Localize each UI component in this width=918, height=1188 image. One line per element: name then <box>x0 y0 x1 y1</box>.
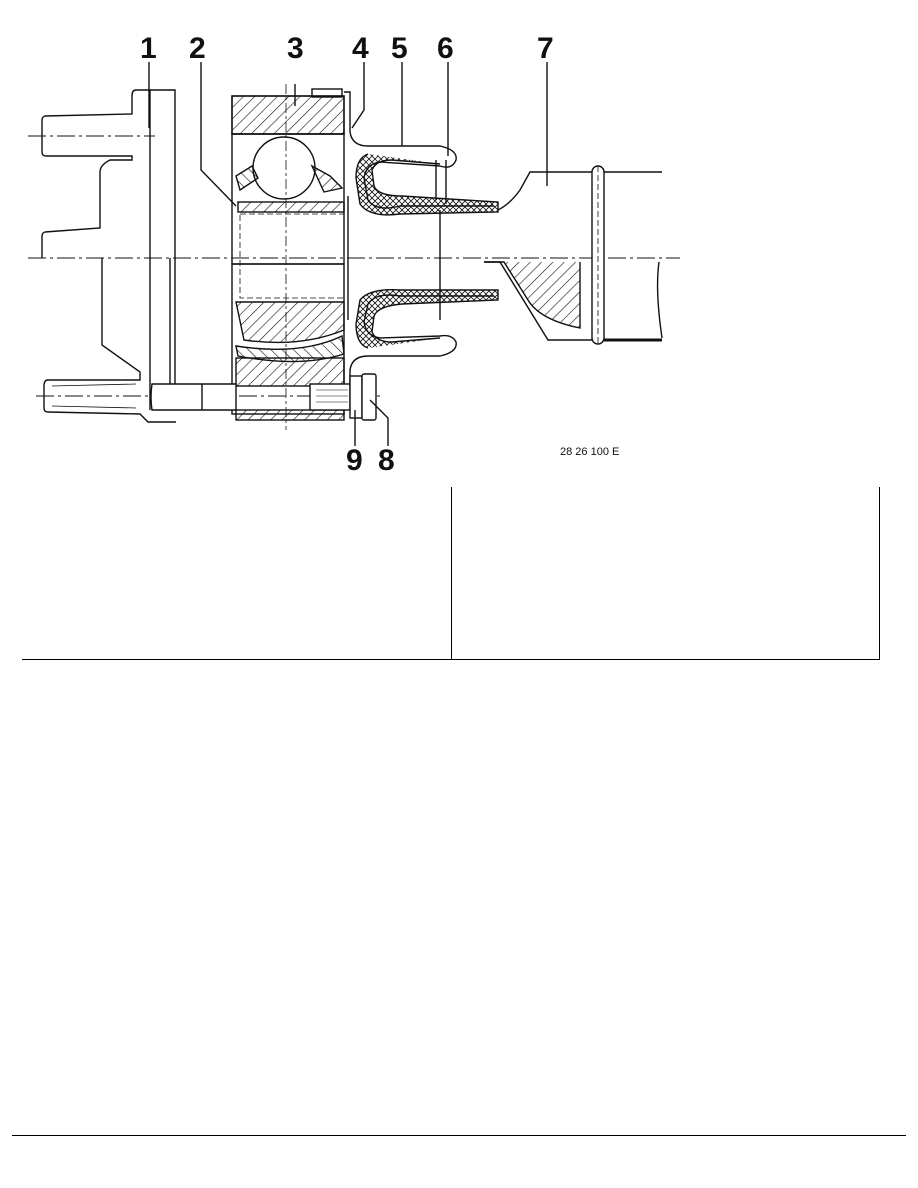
callout-5: 5 <box>391 32 408 65</box>
footer-rule <box>12 1135 906 1136</box>
drive-joint-cross-section <box>28 62 680 446</box>
table-border-right <box>879 487 880 659</box>
callout-6: 6 <box>437 32 454 65</box>
exploded-cross-section-diagram: 1 2 3 4 5 6 7 9 8 28 26 100 E <box>22 22 688 482</box>
callout-9: 9 <box>346 444 363 477</box>
callout-2: 2 <box>189 32 206 65</box>
figure-reference-code: 28 26 100 E <box>560 446 620 458</box>
callout-3: 3 <box>287 32 304 65</box>
table-divider-vertical <box>451 487 452 659</box>
table-border-bottom <box>22 659 880 660</box>
callout-1: 1 <box>140 32 157 65</box>
callout-7: 7 <box>537 32 554 65</box>
callout-4: 4 <box>352 32 369 65</box>
callout-8: 8 <box>378 444 395 477</box>
legend-table <box>22 487 880 660</box>
